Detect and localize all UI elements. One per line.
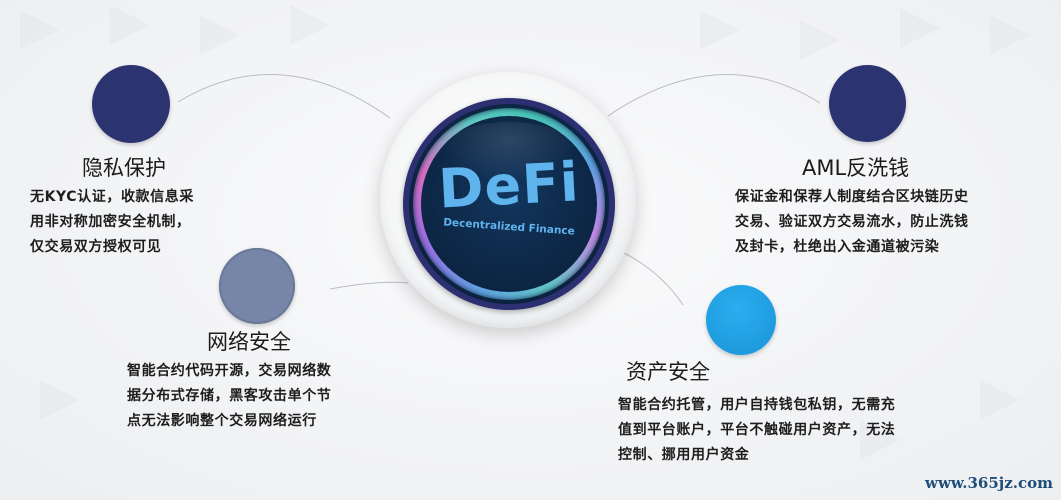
network-title: 网络安全 [207,330,291,354]
privacy-desc-line: 仅交易双方授权可见 [30,239,162,255]
defi-glow-ring [413,108,605,300]
network-desc-line: 点无法影响整个交易网络运行 [127,413,317,429]
aml-desc-line: 交易、验证双方交易流水，防止洗钱 [735,214,969,230]
connector-privacy [177,74,391,119]
aml-title: AML反洗钱 [802,156,910,180]
assets-description: 智能合约托管，用户自持钱包私钥，无需充 值到平台账户，平台不触碰用户资产，无法 … [618,393,895,468]
connector-assets [617,249,684,306]
privacy-dot-icon [92,65,170,143]
defi-highlight [439,122,579,182]
watermark: www.365jz.com [925,474,1053,492]
defi-logo: DeFi Decentralized Finance [403,98,615,310]
defi-logo-sphere: DeFi Decentralized Finance [409,104,609,304]
network-description: 智能合约代码开源，交易网络数 据分布式存储，黑客攻击单个节 点无法影响整个交易网… [127,359,331,434]
privacy-title: 隐私保护 [82,156,166,180]
privacy-desc-line: 无KYC认证，收款信息采 [30,189,194,205]
assets-desc-line: 智能合约托管，用户自持钱包私钥，无需充 [618,397,896,413]
privacy-desc-line: 用非对称加密安全机制， [30,214,191,230]
aml-desc-line: 及封卡，杜绝出入金通道被污染 [735,239,940,255]
network-desc-line: 智能合约代码开源，交易网络数 [127,363,332,379]
aml-description: 保证金和保荐人制度结合区块链历史 交易、验证双方交易流水，防止洗钱 及封卡，杜绝… [735,185,969,260]
network-desc-line: 据分布式存储，黑客攻击单个节 [127,388,332,404]
defi-title: DeFi [437,150,581,221]
assets-desc-line: 值到平台账户，平台不触碰用户资产，无法 [618,422,896,438]
connector-aml [607,73,821,117]
assets-dot-icon [706,285,776,355]
aml-dot-icon [829,65,906,142]
connector-network [329,281,409,290]
network-dot-icon [219,248,295,324]
privacy-description: 无KYC认证，收款信息采 用非对称加密安全机制， 仅交易双方授权可见 [30,185,194,260]
assets-desc-line: 控制、挪用用户资金 [618,447,750,463]
assets-title: 资产安全 [626,360,710,384]
aml-desc-line: 保证金和保荐人制度结合区块链历史 [735,189,969,205]
